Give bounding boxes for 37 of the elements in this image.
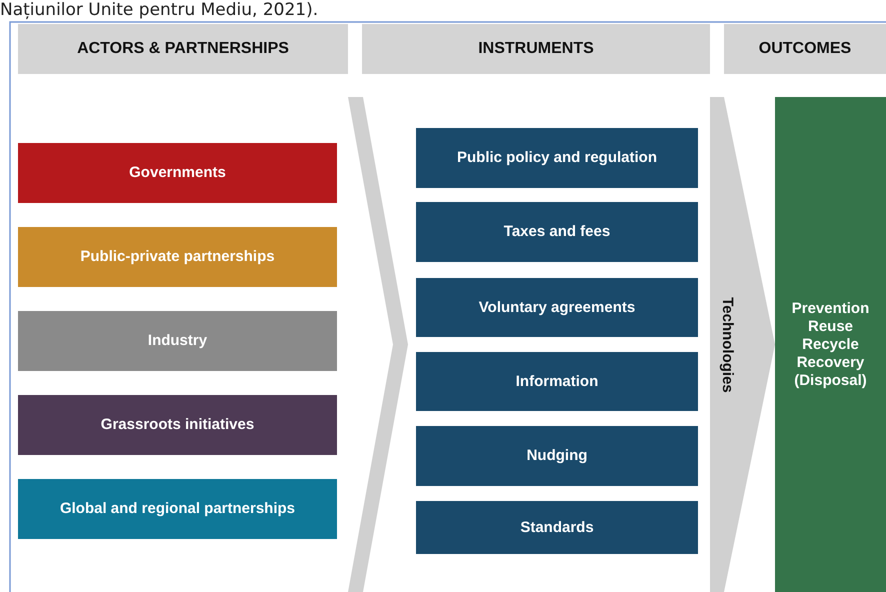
- actor-box: [18, 479, 337, 539]
- column-heading: INSTRUMENTS: [478, 39, 594, 59]
- box-label: Grassroots initiatives: [100, 416, 254, 434]
- header-band: [362, 24, 710, 74]
- instrument-box: [416, 426, 698, 486]
- box-label: Public policy and regulation: [456, 149, 658, 167]
- header-band: [724, 24, 886, 74]
- box-label: Taxes and fees: [504, 223, 610, 241]
- box-label: Nudging: [526, 447, 588, 465]
- outcome-panel: [775, 97, 886, 592]
- instrument-box: [416, 501, 698, 554]
- actor-box: [18, 311, 337, 371]
- box-label: Standards: [520, 518, 594, 536]
- column-heading: OUTCOMES: [758, 39, 852, 59]
- chevron-arrow: [710, 97, 775, 592]
- box-label: Public-private partnerships: [80, 248, 275, 266]
- instrument-box: [416, 128, 698, 188]
- box-label: Reuse: [808, 318, 854, 336]
- edge-label: Technologies: [718, 296, 736, 392]
- box-label: Recovery: [796, 354, 864, 372]
- instrument-box: [416, 202, 698, 262]
- box-label: Global and regional partnerships: [60, 500, 296, 518]
- actor-box: [18, 395, 337, 455]
- box-label: Voluntary agreements: [478, 298, 636, 316]
- box-label: Prevention: [792, 300, 870, 318]
- actor-box: [18, 143, 337, 203]
- box-label: Industry: [148, 332, 208, 350]
- actor-box: [18, 227, 337, 287]
- box-label: (Disposal): [794, 372, 867, 390]
- box-label: Governments: [129, 164, 226, 182]
- column-heading: ACTORS & PARTNERSHIPS: [77, 39, 289, 59]
- instrument-box: [416, 352, 698, 411]
- citation-text: Națiunilor Unite pentru Mediu, 2021).: [0, 0, 318, 20]
- instrument-box: [416, 278, 698, 337]
- header-band: [18, 24, 348, 74]
- box-label: Information: [516, 372, 598, 390]
- box-label: Recycle: [802, 336, 859, 354]
